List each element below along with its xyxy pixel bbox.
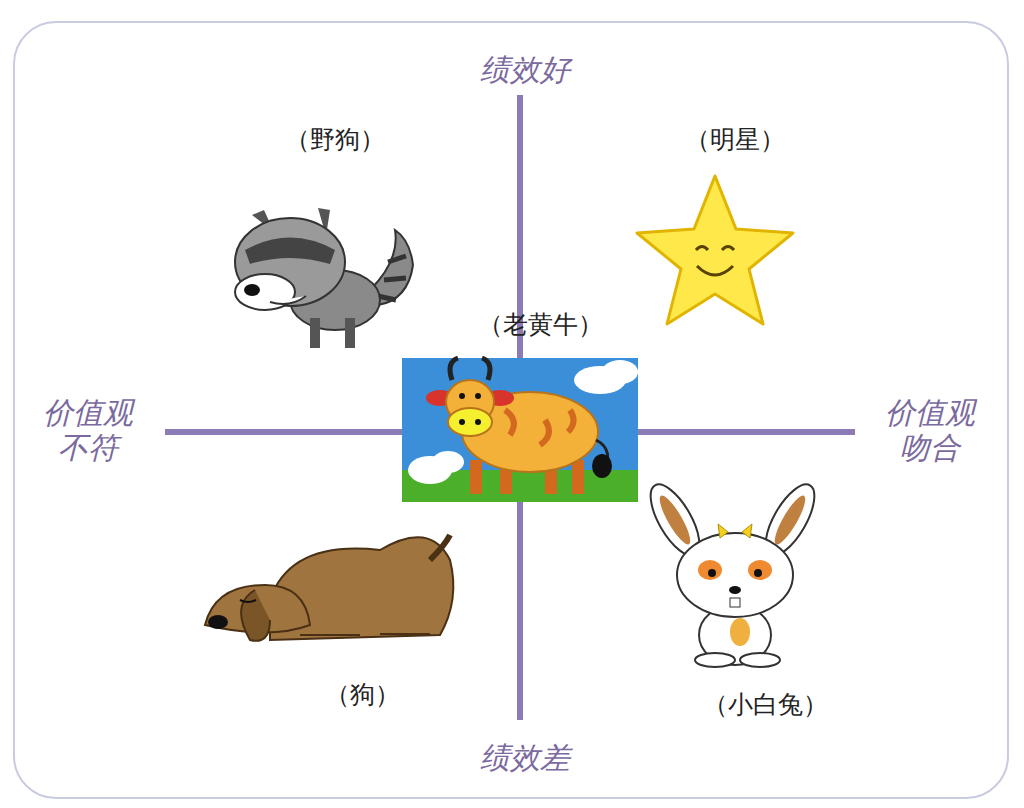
star-icon [637,176,793,324]
axis-label: 价值观 不符 [39,396,138,465]
quadrant-label: （野狗） [285,125,385,155]
quadrant-label: （狗） [325,680,400,710]
axis-label: 绩效差 [480,741,570,776]
dog-icon [205,535,453,641]
raccoon-icon [235,208,413,348]
axis-label: 绩效好 [480,53,570,88]
quadrant-label: （明星） [685,125,785,155]
ox-picture [402,358,638,502]
quadrant-label: （小白兔） [703,690,828,720]
rabbit-icon [641,477,824,667]
quadrant-label: （老黄牛） [478,310,603,340]
axis-label: 价值观 吻合 [881,396,980,465]
frame [14,22,1008,798]
